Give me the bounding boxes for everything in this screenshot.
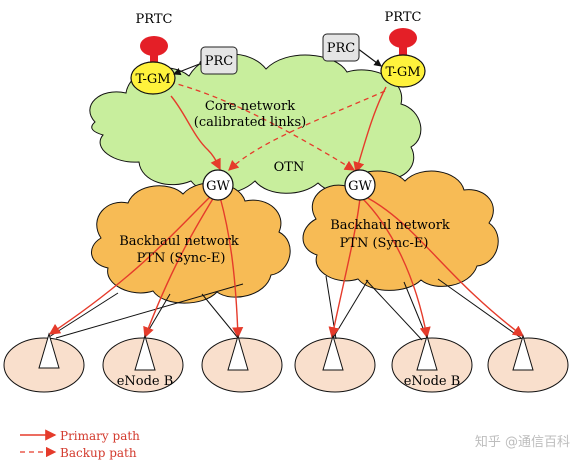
backhaul-right-subtitle: PTN (Sync-E) (340, 236, 429, 251)
backup-paths (169, 81, 386, 171)
otn-label: OTN (274, 160, 305, 175)
enodeb-left-label: eNode B (117, 374, 174, 389)
antenna-icon (512, 334, 534, 371)
gw-left: GW (202, 169, 234, 201)
backhaul-cloud-right (302, 170, 499, 291)
core-network-cloud (89, 53, 422, 195)
tgm-left-label: T-GM (135, 72, 170, 87)
watermark-text: 知乎 @通信百科 (475, 434, 570, 450)
antenna-icon (38, 332, 60, 369)
antenna-icon (416, 334, 438, 371)
tgm-right-label: T-GM (385, 65, 420, 80)
prc-right: PRC (322, 33, 382, 67)
core-title: Core network (205, 99, 295, 114)
tgm-right: T-GM (380, 54, 426, 88)
backhaul-right-text: Backhaul network PTN (Sync-E) (330, 218, 450, 251)
legend: Primary path Backup path (20, 429, 140, 460)
prtc-left: PRTC (136, 12, 173, 70)
prtc-right: PRTC (385, 10, 422, 62)
enodeb-right-label: eNode B (404, 374, 461, 389)
backhaul-right-title: Backhaul network (330, 218, 450, 233)
prtc-left-label: PRTC (136, 12, 173, 27)
backhaul-cloud-left (91, 182, 291, 304)
gw-right: GW (344, 169, 376, 201)
core-network-text: Core network (calibrated links) OTN (194, 99, 306, 175)
prc-left-label: PRC (205, 54, 234, 69)
network-links (48, 275, 522, 341)
prtc-right-label: PRTC (385, 10, 422, 25)
backup-path-legend-label: Backup path (60, 446, 137, 460)
primary-paths (48, 86, 525, 339)
core-subtitle: (calibrated links) (194, 115, 306, 130)
antennas (38, 332, 534, 371)
backhaul-left-title: Backhaul network (119, 234, 239, 249)
backhaul-left-text: Backhaul network PTN (Sync-E) (119, 234, 239, 266)
enodeb-sites (3, 337, 569, 393)
backhaul-left-subtitle: PTN (Sync-E) (137, 251, 226, 266)
gw-left-label: GW (206, 179, 230, 194)
prc-right-label: PRC (327, 41, 356, 56)
antenna-icon (227, 334, 249, 371)
gw-right-label: GW (348, 179, 372, 194)
antenna-icon (322, 334, 344, 371)
tgm-left: T-GM (130, 61, 176, 95)
prc-left: PRC (172, 46, 238, 76)
antenna-icon (134, 334, 156, 371)
primary-path-legend-label: Primary path (60, 429, 140, 443)
